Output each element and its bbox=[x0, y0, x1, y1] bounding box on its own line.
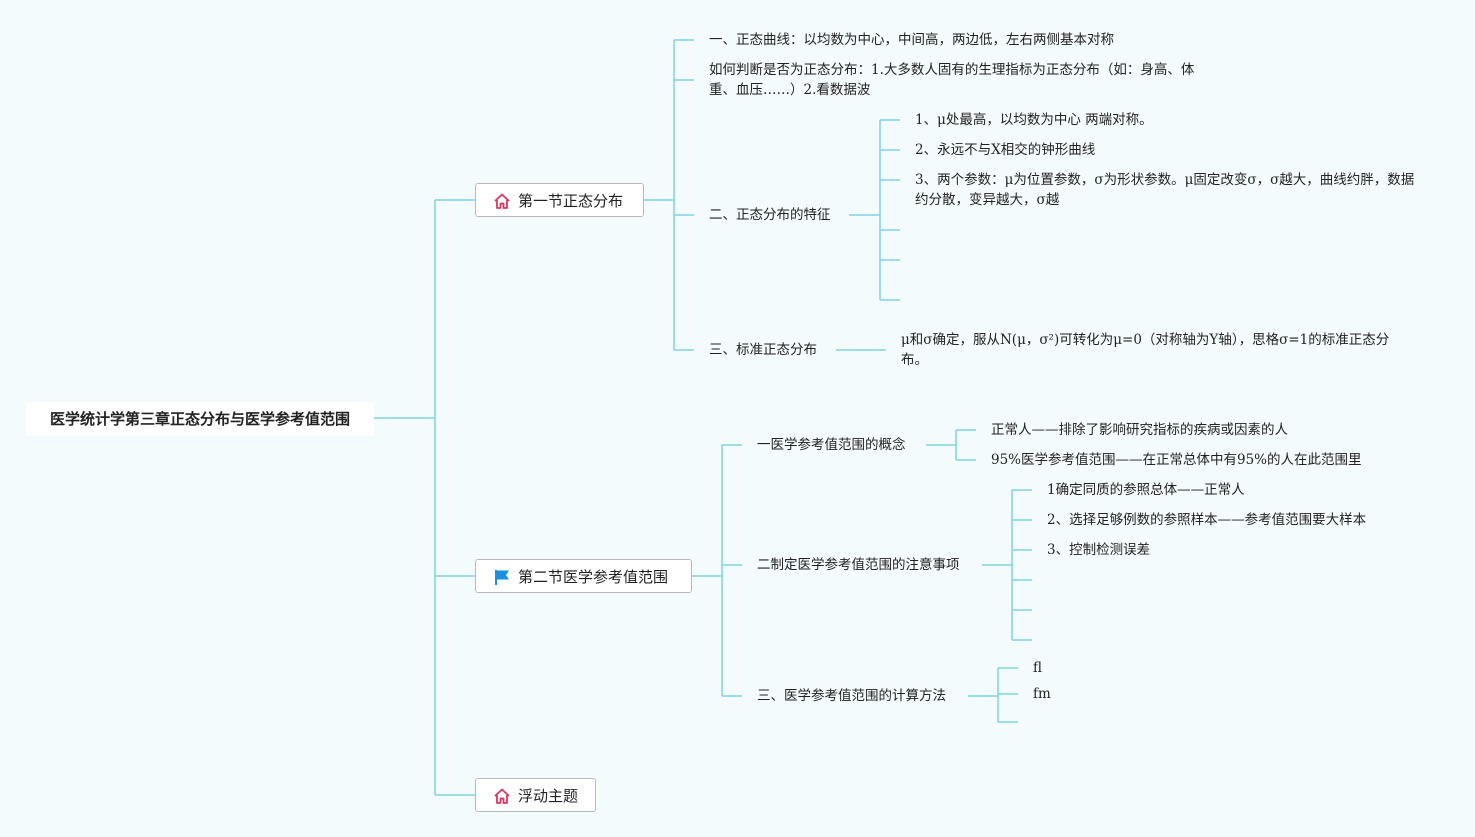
s2-item2-child-3[interactable]: 3、控制检测误差 bbox=[1047, 542, 1151, 558]
s2-item2-title[interactable]: 二制定医学参考值范围的注意事项 bbox=[757, 557, 960, 573]
root-topic[interactable]: 医学统计学第三章正态分布与医学参考值范围 bbox=[26, 402, 374, 436]
section1-title: 第一节正态分布 bbox=[518, 192, 624, 210]
s2-item1-child-2[interactable]: 95%医学参考值范围——在正常总体中有95%的人在此范围里 bbox=[991, 452, 1362, 468]
s1-item2-child-3[interactable]: 3、两个参数：μ为位置参数，σ为形状参数。μ固定改变σ，σ越大，曲线约胖，数据约… bbox=[915, 172, 1415, 208]
s2-item3-child-1[interactable]: fl bbox=[1033, 660, 1043, 676]
flag-icon bbox=[495, 570, 509, 585]
s2-item2-child-1[interactable]: 1确定同质的参照总体——正常人 bbox=[1047, 482, 1245, 498]
section2-topic[interactable]: 第二节医学参考值范围 bbox=[475, 559, 692, 593]
floating-title: 浮动主题 bbox=[518, 787, 579, 805]
s2-item3-child-2[interactable]: fm bbox=[1033, 686, 1051, 702]
floating-topic[interactable]: 浮动主题 bbox=[475, 778, 596, 812]
s1-item3-title[interactable]: 三、标准正态分布 bbox=[709, 342, 817, 358]
s1-item3-child[interactable]: μ和σ确定，服从N(μ，σ²)可转化为μ=0（对称轴为Y轴），思格σ=1的标准正… bbox=[901, 332, 1390, 368]
s1-item2-child-2[interactable]: 2、永远不与X相交的钟形曲线 bbox=[915, 142, 1096, 158]
home-icon bbox=[494, 788, 510, 804]
s1-item1[interactable]: 一、正态曲线：以均数为中心，中间高，两边低，左右两侧基本对称 bbox=[709, 32, 1114, 48]
s1-item2-title[interactable]: 二、正态分布的特征 bbox=[709, 207, 831, 223]
s2-item3-title[interactable]: 三、医学参考值范围的计算方法 bbox=[757, 688, 946, 704]
home-icon bbox=[494, 193, 510, 209]
section1-topic[interactable]: 第一节正态分布 bbox=[475, 183, 644, 217]
s1-item-judge[interactable]: 如何判断是否为正态分布：1.大多数人固有的生理指标为正态分布（如：身高、体重、血… bbox=[709, 62, 1195, 98]
s2-item1-title[interactable]: 一医学参考值范围的概念 bbox=[757, 437, 906, 453]
s1-item2-child-1[interactable]: 1、μ处最高，以均数为中心 两端对称。 bbox=[915, 112, 1153, 128]
s2-item2-child-2[interactable]: 2、选择足够例数的参照样本——参考值范围要大样本 bbox=[1047, 512, 1367, 528]
s2-item1-child-1[interactable]: 正常人——排除了影响研究指标的疾病或因素的人 bbox=[991, 422, 1288, 438]
section2-title: 第二节医学参考值范围 bbox=[518, 568, 669, 586]
